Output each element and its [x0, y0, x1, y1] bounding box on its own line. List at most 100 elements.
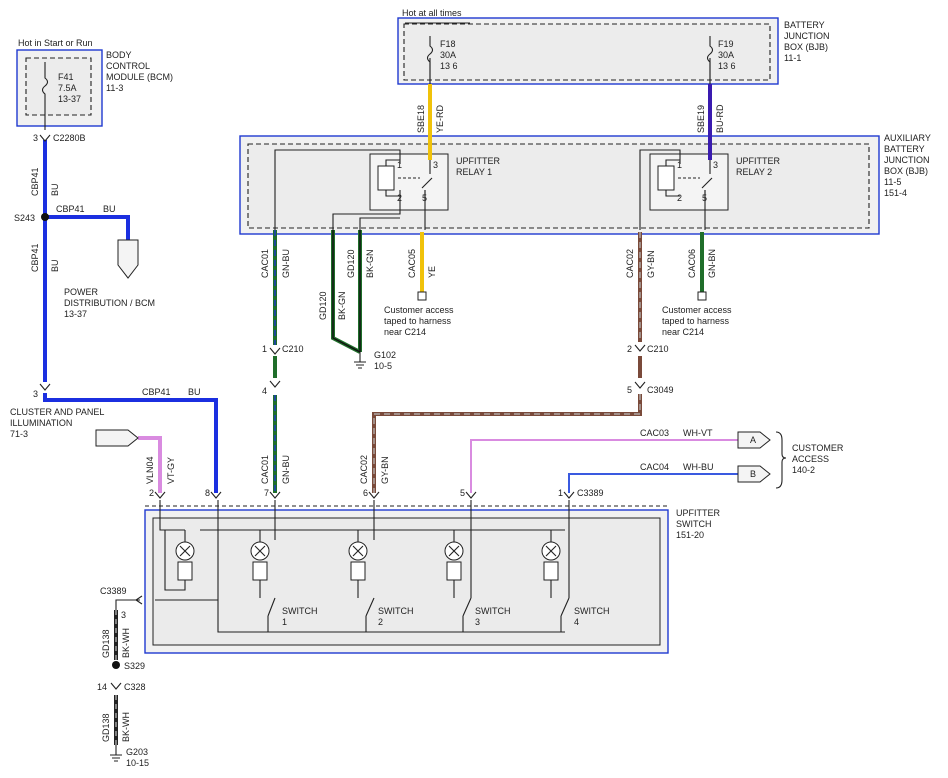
wire-cac02-low — [372, 394, 642, 493]
label-whvt: WH-VT — [683, 428, 713, 438]
abjb-title-4: BOX (BJB) — [884, 166, 928, 176]
wire-gd120 — [331, 230, 362, 354]
fuse-f18-icon — [426, 36, 434, 84]
hot-start-run-label: Hot in Start or Run — [18, 38, 93, 48]
splice-s243: S243 — [14, 213, 35, 223]
cust-box-ref: 140-2 — [792, 465, 815, 475]
label-cbp41-h1: CBP41 — [56, 204, 85, 214]
label-cbp41-b: CBP41 — [30, 243, 40, 272]
connector-icon — [39, 134, 646, 690]
cust-access-b-1: Customer access — [662, 305, 732, 315]
abjb-title-2: BATTERY — [884, 144, 925, 154]
label-ye: YE — [427, 266, 437, 278]
wire-vln04 — [138, 436, 162, 493]
switch-2-num: 2 — [378, 617, 383, 627]
label-gd138-b: GD138 — [101, 713, 111, 742]
switch-4-num: 4 — [574, 617, 579, 627]
label-whbu: WH-BU — [683, 462, 714, 472]
cac05-terminal — [417, 291, 427, 301]
cust-box-1: CUSTOMER — [792, 443, 844, 453]
label-cac01-b: CAC01 — [260, 455, 270, 484]
wire-cbp41-cluster — [43, 393, 218, 493]
connector-c210-a: C210 — [282, 344, 304, 354]
bjb-title-1: BATTERY — [784, 20, 825, 30]
cust-access-a-3: near C214 — [384, 327, 426, 337]
switch-2-label: SWITCH — [378, 606, 414, 616]
label-bu-a: BU — [50, 183, 60, 196]
upswitch-ref: 151-20 — [676, 530, 704, 540]
relay2-coil-icon — [657, 159, 713, 200]
label-cac05: CAC05 — [407, 249, 417, 278]
cust-a-arrow-icon — [737, 431, 771, 449]
bjb-f19a: 30A — [718, 50, 734, 60]
label-gd120-b: GD120 — [318, 291, 328, 320]
pin-8-switch: 8 — [205, 488, 210, 498]
pin-5-c3049: 5 — [627, 385, 632, 395]
switch-1-num: 1 — [282, 617, 287, 627]
label-cac03: CAC03 — [640, 428, 669, 438]
pin-5-switch: 5 — [460, 488, 465, 498]
bjb-f18p: 13 6 — [440, 61, 458, 71]
relay2-pin1: 1 — [677, 160, 682, 170]
bjb-inner — [403, 23, 771, 81]
resistor-icon — [252, 561, 268, 581]
cluster-arrow-icon — [95, 429, 139, 447]
label-bu-h1: BU — [103, 204, 116, 214]
resistor-icon — [350, 561, 366, 581]
relay1-pin3: 3 — [433, 160, 438, 170]
cust-box-2: ACCESS — [792, 454, 829, 464]
label-cac01-a: CAC01 — [260, 249, 270, 278]
relay1-title-2: RELAY 1 — [456, 167, 492, 177]
ground-g203-ref: 10-15 — [126, 758, 149, 768]
lamp-3-group — [348, 530, 375, 632]
lamp-4-group — [444, 500, 472, 632]
pin-3-c3389: 3 — [121, 610, 126, 620]
relay1-pin2: 2 — [397, 193, 402, 203]
ground-g102-ref: 10-5 — [374, 361, 392, 371]
switch-3-label: SWITCH — [475, 606, 511, 616]
bjb-f19p: 13 6 — [718, 61, 736, 71]
bjb-title-2: JUNCTION — [784, 31, 830, 41]
label-gd138-a: GD138 — [101, 629, 111, 658]
cust-access-a-2: taped to harness — [384, 316, 452, 326]
connector-c3389-b: C3389 — [100, 586, 127, 596]
bcm-ref: 11-3 — [106, 83, 123, 93]
abjb-ref-1: 11-5 — [884, 177, 901, 187]
label-gnbu-b: GN-BU — [281, 455, 291, 484]
pin-3-bcm: 3 — [33, 133, 38, 143]
label-gybn-a: GY-BN — [646, 250, 656, 278]
connector-c328: C328 — [124, 682, 146, 692]
power-dist-2: DISTRIBUTION / BCM — [64, 298, 155, 308]
lamp-5-group — [541, 500, 570, 632]
relay2-pin3: 3 — [713, 160, 718, 170]
label-cbp41-a: CBP41 — [30, 167, 40, 196]
connector-c210-b: C210 — [647, 344, 669, 354]
cust-access-b-3: near C214 — [662, 327, 704, 337]
relay2-pin2: 2 — [677, 193, 682, 203]
ground-g203-icon — [110, 745, 122, 762]
relay2-title-2: RELAY 2 — [736, 167, 772, 177]
label-cac06: CAC06 — [687, 249, 697, 278]
wire-cac03 — [470, 439, 738, 493]
upswitch-title-1: UPFITTER — [676, 508, 720, 518]
splice-s243-dot — [41, 213, 49, 221]
cac06-terminal — [697, 291, 707, 301]
label-vln04: VLN04 — [145, 456, 155, 484]
bcm-title-2: CONTROL — [106, 61, 150, 71]
wire-gd138-top — [115, 599, 140, 610]
label-bkgn-a: BK-GN — [365, 249, 375, 278]
ground-g102: G102 — [374, 350, 396, 360]
cust-access-a-1: Customer access — [384, 305, 454, 315]
connector-c3389-a: C3389 — [577, 488, 604, 498]
pin-14-c328: 14 — [97, 682, 107, 692]
label-yerd: YE-RD — [435, 104, 445, 133]
label-bkwh-a: BK-WH — [121, 628, 131, 658]
relay1-coil-icon — [377, 159, 433, 200]
splice-s329-dot — [112, 661, 120, 669]
label-cac04: CAC04 — [640, 462, 669, 472]
connector-c2280b: C2280B — [53, 133, 86, 143]
cluster-ref: 71-3 — [10, 429, 28, 439]
wire-gd120-inner — [332, 190, 401, 230]
label-sbe18: SBE18 — [416, 105, 426, 133]
